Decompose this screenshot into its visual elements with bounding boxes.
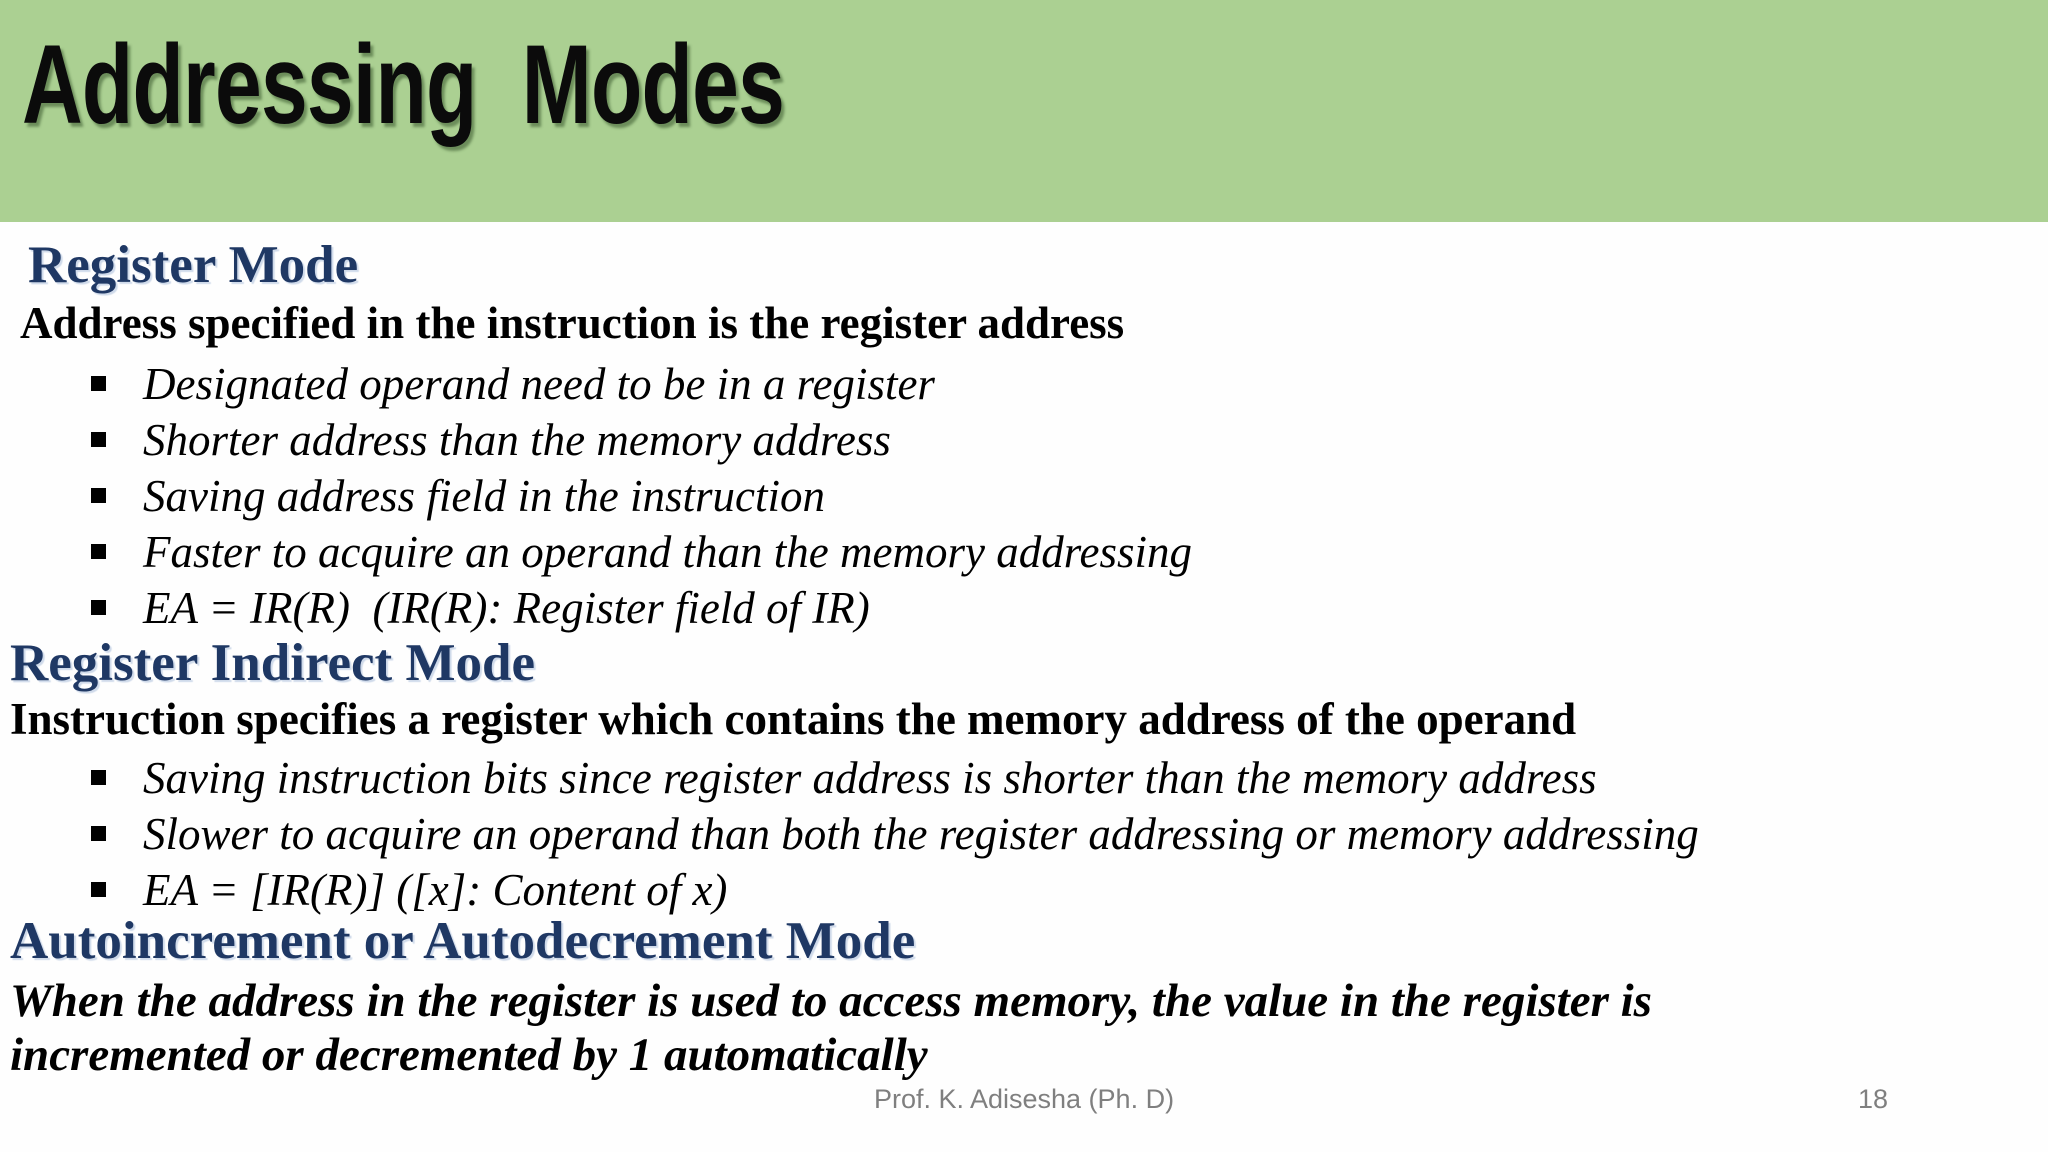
bullet-item: Slower to acquire an operand than both t… (0, 806, 2048, 862)
bullet-list: Saving instruction bits since register a… (0, 750, 2048, 918)
bullet-list: Designated operand need to be in a regis… (0, 356, 2048, 636)
square-bullet-icon (91, 770, 106, 785)
bullet-item: Saving address field in the instruction (0, 468, 2048, 524)
title-band: Addressing Modes (0, 0, 2048, 222)
bullet-text: EA = IR(R) (IR(R): Register field of IR) (143, 583, 870, 633)
section-heading: Register Indirect Mode (10, 634, 535, 692)
slide-body: Register Mode Address specified in the i… (0, 222, 2048, 1082)
square-bullet-icon (91, 882, 106, 897)
section-register-indirect-mode: Register Indirect Mode Instruction speci… (0, 636, 2048, 918)
section-autoincrement-mode: Autoincrement or Autodecrement Mode When… (0, 914, 2048, 1082)
section-statement: Address specified in the instruction is … (20, 298, 1125, 348)
bullet-text: Faster to acquire an operand than the me… (143, 527, 1193, 577)
bullet-text: Shorter address than the memory address (143, 415, 891, 465)
square-bullet-icon (91, 826, 106, 841)
section-heading: Register Mode (28, 236, 359, 294)
bullet-item: EA = IR(R) (IR(R): Register field of IR) (0, 580, 2048, 636)
slide-title: Addressing Modes (22, 22, 785, 147)
square-bullet-icon (91, 376, 106, 391)
bullet-item: EA = [IR(R)] ([x]: Content of x) (0, 862, 2048, 918)
bullet-item: Saving instruction bits since register a… (0, 750, 2048, 806)
section-statement-line: When the address in the register is used… (10, 975, 1652, 1027)
bullet-item: Shorter address than the memory address (0, 412, 2048, 468)
bullet-text: Slower to acquire an operand than both t… (143, 809, 1699, 859)
section-heading: Autoincrement or Autodecrement Mode (10, 912, 916, 970)
square-bullet-icon (91, 432, 106, 447)
section-register-mode: Register Mode Address specified in the i… (0, 238, 2048, 636)
bullet-text: Designated operand need to be in a regis… (143, 359, 935, 409)
section-statement-line: incremented or decremented by 1 automati… (10, 1029, 928, 1081)
bullet-item: Designated operand need to be in a regis… (0, 356, 2048, 412)
bullet-text: Saving instruction bits since register a… (143, 753, 1597, 803)
footer-author: Prof. K. Adisesha (Ph. D) (873, 1084, 1175, 1114)
bullet-text: EA = [IR(R)] ([x]: Content of x) (143, 865, 728, 915)
square-bullet-icon (91, 544, 106, 559)
bullet-item: Faster to acquire an operand than the me… (0, 524, 2048, 580)
bullet-text: Saving address field in the instruction (143, 471, 826, 521)
footer-page-number: 18 (1858, 1084, 1889, 1114)
section-statement: Instruction specifies a register which c… (10, 694, 1577, 744)
square-bullet-icon (91, 600, 106, 615)
square-bullet-icon (91, 488, 106, 503)
